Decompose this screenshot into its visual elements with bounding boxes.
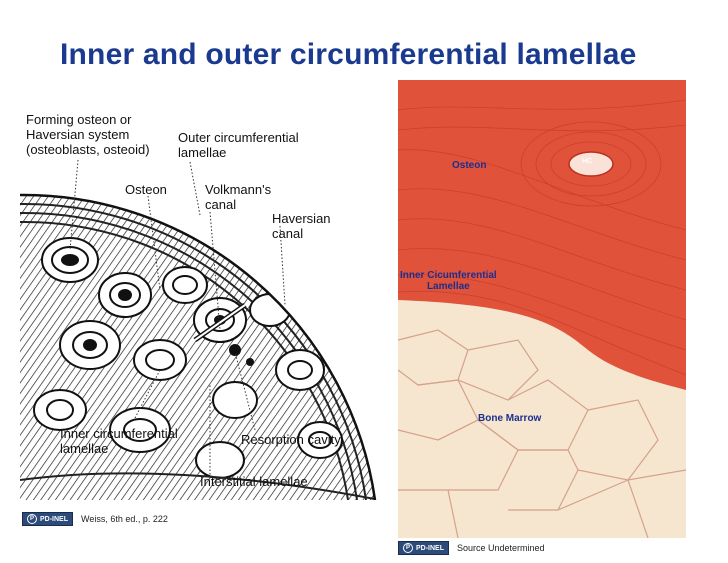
license-badge: P PD-INEL — [22, 512, 73, 526]
license-badge-label: PD-INEL — [416, 544, 444, 552]
diagram-drawing — [19, 159, 377, 501]
label-line: Volkmann's — [205, 182, 272, 197]
label-resorption-cavity: Resorption cavity — [241, 432, 341, 447]
diagram-credit-text: Weiss, 6th ed., p. 222 — [81, 514, 168, 524]
label-line: (osteoblasts, osteoid) — [26, 142, 150, 157]
photo-label-hc: HC — [582, 158, 593, 165]
label-inner-lamellae: Inner circumferential lamellae — [60, 426, 178, 456]
label-line: Outer circumferential — [178, 130, 299, 145]
label-line: canal — [205, 197, 237, 212]
license-badge: P PD-INEL — [398, 541, 449, 555]
label-forming-osteon: Forming osteon or Haversian system (oste… — [26, 112, 150, 157]
license-badge-label: PD-INEL — [40, 515, 68, 523]
histology-micrograph: Osteon HC Inner Cicumferential Lamellae … — [398, 80, 686, 538]
label-outer-lamellae: Outer circumferential lamellae — [178, 130, 299, 160]
photo-label-inner-lamellae: Inner Cicumferential Lamellae — [400, 270, 497, 292]
label-line: lamellae — [178, 145, 227, 160]
slide-title: Inner and outer circumferential lamellae — [60, 38, 637, 71]
label-line: Inner Cicumferential — [400, 270, 497, 281]
label-haversian-canal: Haversian canal — [272, 211, 331, 241]
label-line: Haversian system — [26, 127, 130, 142]
photo-label-osteon: Osteon — [452, 160, 487, 171]
photo-credit-text: Source Undetermined — [457, 543, 545, 553]
diagram-credit: P PD-INEL Weiss, 6th ed., p. 222 — [22, 512, 168, 526]
public-domain-icon: P — [403, 543, 413, 553]
bone-cross-section-diagram: Forming osteon or Haversian system (oste… — [19, 100, 390, 501]
label-line: Inner circumferential — [60, 426, 178, 441]
label-osteon: Osteon — [125, 182, 167, 197]
micrograph-image — [398, 80, 686, 538]
label-line: Haversian — [272, 211, 331, 226]
label-line: Lamellae — [426, 281, 470, 292]
label-line: Forming osteon or — [26, 112, 132, 127]
label-line: lamellae — [60, 441, 109, 456]
public-domain-icon: P — [27, 514, 37, 524]
label-line: canal — [272, 226, 304, 241]
photo-label-bone-marrow: Bone Marrow — [478, 413, 542, 424]
label-volkmann-canal: Volkmann's canal — [205, 182, 271, 212]
label-interstitial-lamellae: Interstitial lamellae — [200, 474, 308, 489]
photo-credit: P PD-INEL Source Undetermined — [398, 541, 545, 555]
